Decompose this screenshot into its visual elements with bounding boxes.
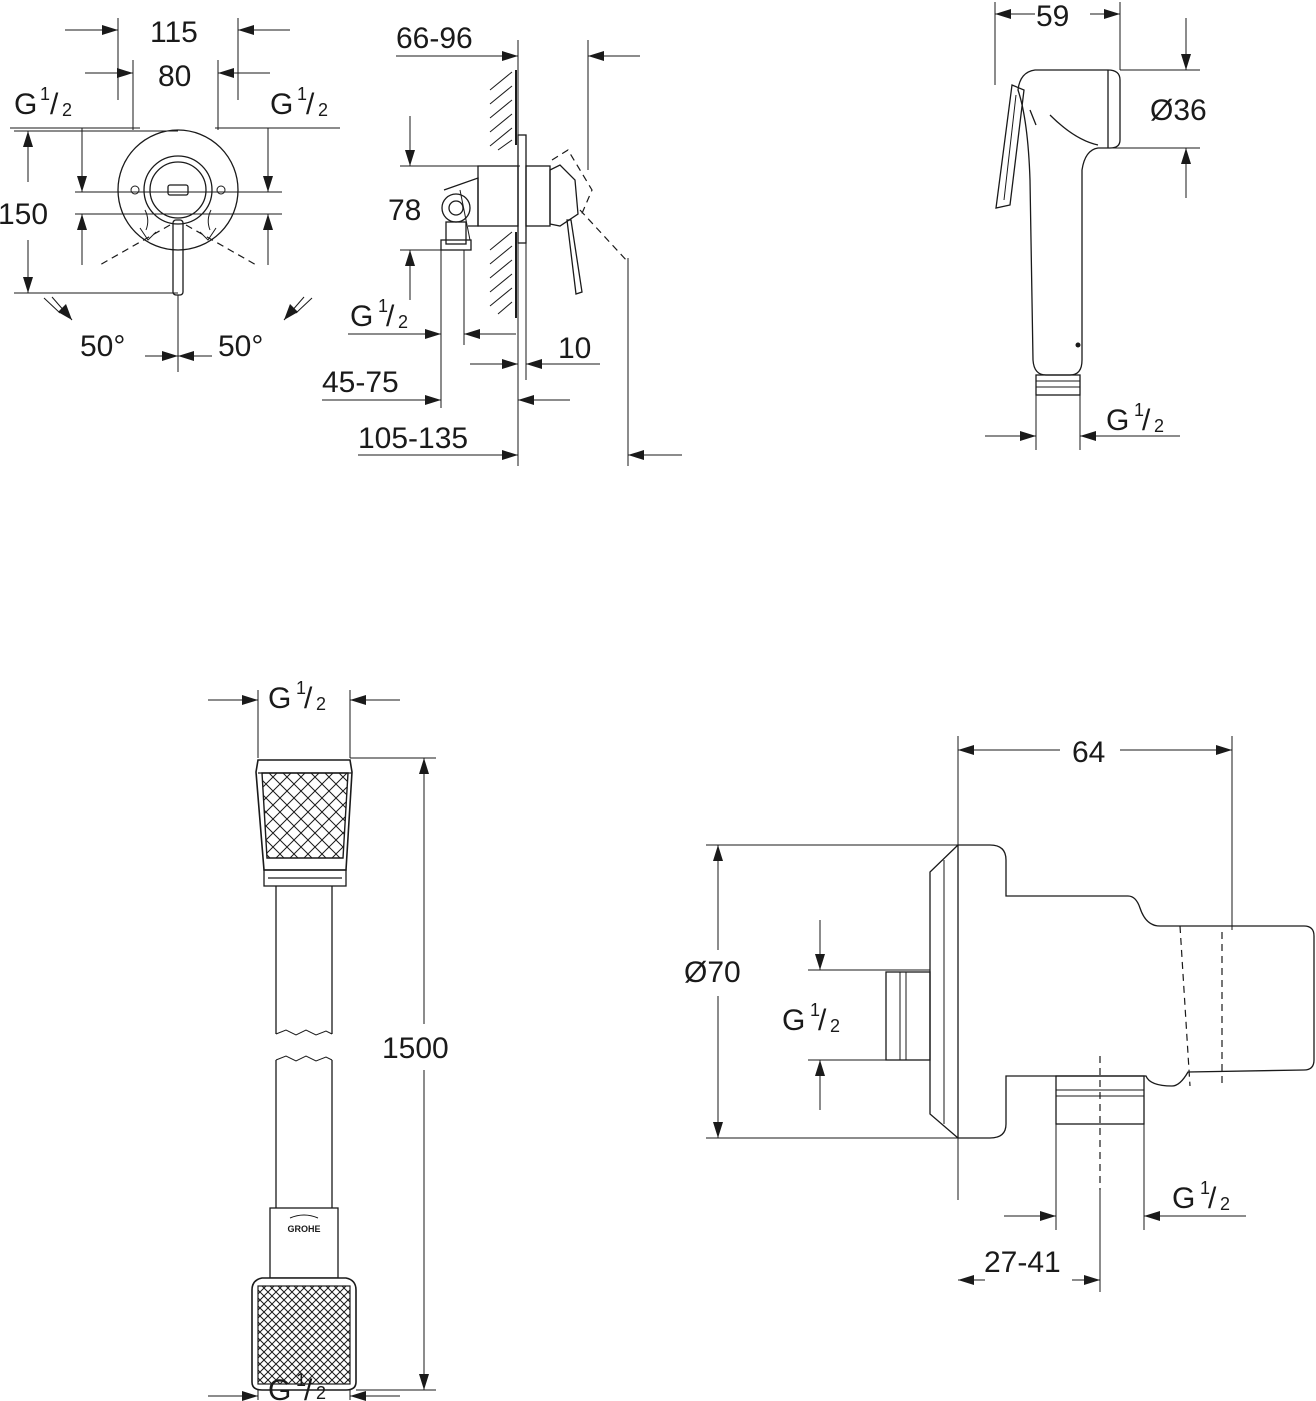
handshower-view: 59 Ø36 G 1 / 2: [985, 0, 1207, 450]
svg-text:2: 2: [398, 312, 408, 332]
dim-78: 78: [388, 194, 421, 227]
svg-text:/: /: [304, 1374, 313, 1401]
svg-text:G: G: [1106, 404, 1129, 437]
mixer-side-view: 66-96: [322, 22, 682, 466]
svg-text:/: /: [304, 682, 313, 715]
svg-text:2: 2: [316, 694, 326, 714]
svg-text:G: G: [350, 300, 373, 333]
svg-text:G: G: [270, 88, 293, 121]
dim-1500: 1500: [382, 1032, 449, 1065]
svg-text:G: G: [268, 1374, 291, 1401]
thread-label-outlet-left: G 1 / 2: [782, 1000, 840, 1037]
svg-text:2: 2: [1154, 416, 1164, 436]
svg-text:G: G: [268, 682, 291, 715]
svg-text:G: G: [14, 88, 37, 121]
dim-115: 115: [150, 16, 198, 49]
svg-text:1: 1: [378, 296, 388, 316]
svg-text:/: /: [1208, 1182, 1217, 1215]
dim-27-41: 27-41: [984, 1246, 1061, 1279]
svg-text:G: G: [782, 1004, 805, 1037]
angle-right: 50°: [218, 330, 263, 363]
wall-hatching: [489, 71, 513, 315]
thread-label-hose-top: G 1 / 2: [268, 678, 326, 715]
svg-text:1: 1: [1134, 400, 1144, 420]
svg-text:1: 1: [40, 84, 50, 104]
svg-text:1: 1: [296, 1370, 306, 1390]
dim-59: 59: [1036, 0, 1069, 33]
dim-10: 10: [558, 332, 591, 365]
thread-label-right: G 1 / 2: [270, 84, 328, 121]
svg-text:1: 1: [1200, 1178, 1210, 1198]
wall-outlet-view: 64 Ø70 G 1 / 2: [684, 736, 1315, 1292]
svg-text:1: 1: [810, 1000, 820, 1020]
dim-80: 80: [158, 60, 191, 93]
dim-105-135: 105-135: [358, 422, 468, 455]
svg-text:/: /: [50, 88, 59, 121]
svg-text:/: /: [306, 88, 315, 121]
svg-text:/: /: [1142, 404, 1151, 437]
thread-label-side: G 1 / 2: [350, 296, 408, 333]
dim-45-75: 45-75: [322, 366, 399, 399]
svg-text:2: 2: [1220, 1194, 1230, 1214]
dim-66-96: 66-96: [396, 22, 473, 55]
svg-text:2: 2: [318, 100, 328, 120]
svg-text:/: /: [386, 300, 395, 333]
thread-label-left: G 1 / 2: [14, 84, 72, 121]
svg-text:1: 1: [297, 84, 307, 104]
thread-label-hose-bottom: G 1 / 2: [268, 1370, 326, 1401]
brand-mark: GROHE: [287, 1224, 320, 1234]
svg-text:2: 2: [62, 100, 72, 120]
dim-64: 64: [1072, 736, 1105, 769]
dim-150: 150: [0, 198, 48, 231]
svg-text:2: 2: [830, 1016, 840, 1036]
mixer-front-view: 115 80 G 1 / 2 G 1 / 2: [0, 16, 340, 372]
angle-left: 50°: [80, 330, 125, 363]
svg-text:1: 1: [296, 678, 306, 698]
svg-text:G: G: [1172, 1182, 1195, 1215]
hose-view: G 1 / 2 GROHE: [208, 678, 449, 1401]
svg-text:2: 2: [316, 1383, 326, 1401]
svg-text:/: /: [818, 1004, 827, 1037]
thread-label-outlet-bottom: G 1 / 2: [1172, 1178, 1230, 1215]
dim-70: Ø70: [684, 956, 741, 989]
thread-label-shower: G 1 / 2: [1106, 400, 1164, 437]
dim-36: Ø36: [1150, 94, 1207, 127]
